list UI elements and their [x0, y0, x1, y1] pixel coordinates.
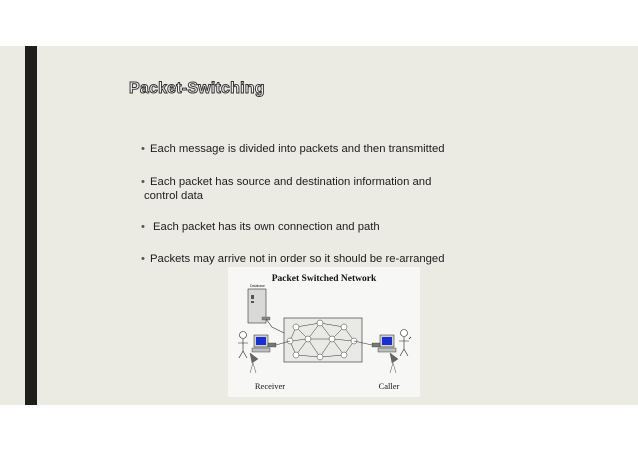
caller-camera-icon	[389, 352, 399, 374]
packet-switched-network-diagram: Packet Switched Network Database	[228, 267, 420, 397]
bullet-item: Each packet has source and destination i…	[141, 175, 471, 203]
bullet-text-line1: Each packet has source and destination i…	[150, 176, 432, 188]
bullet-item: Each packet has its own connection and p…	[141, 220, 471, 234]
bullet-list: Each message is divided into packets and…	[141, 142, 471, 266]
slide-title: Packet-Switching	[129, 80, 265, 98]
bullet-item: Each message is divided into packets and…	[141, 142, 471, 156]
server-icon: Database	[247, 284, 271, 324]
receiver-computer-icon	[251, 334, 277, 353]
server-label: Database	[250, 284, 265, 288]
bullet-text: Each message is divided into packets and…	[150, 143, 445, 155]
bullet-item: Packets may arrive not in order so it sh…	[141, 252, 471, 266]
bullet-text: Each packet has its own connection and p…	[153, 221, 380, 233]
diagram-title: Packet Switched Network	[272, 274, 377, 284]
receiver-person-icon	[238, 331, 248, 359]
receiver-camera-icon	[249, 352, 259, 374]
receiver-label: Receiver	[255, 381, 285, 391]
network-box	[283, 317, 363, 363]
caller-label: Caller	[379, 381, 400, 391]
caller-computer-icon	[371, 334, 397, 353]
accent-bar	[25, 46, 37, 405]
slide: Packet-Switching Each message is divided…	[0, 46, 638, 405]
bullet-text: Packets may arrive not in order so it sh…	[150, 253, 445, 265]
caller-person-icon	[399, 329, 412, 357]
bullet-text-line2: control data	[144, 190, 204, 202]
